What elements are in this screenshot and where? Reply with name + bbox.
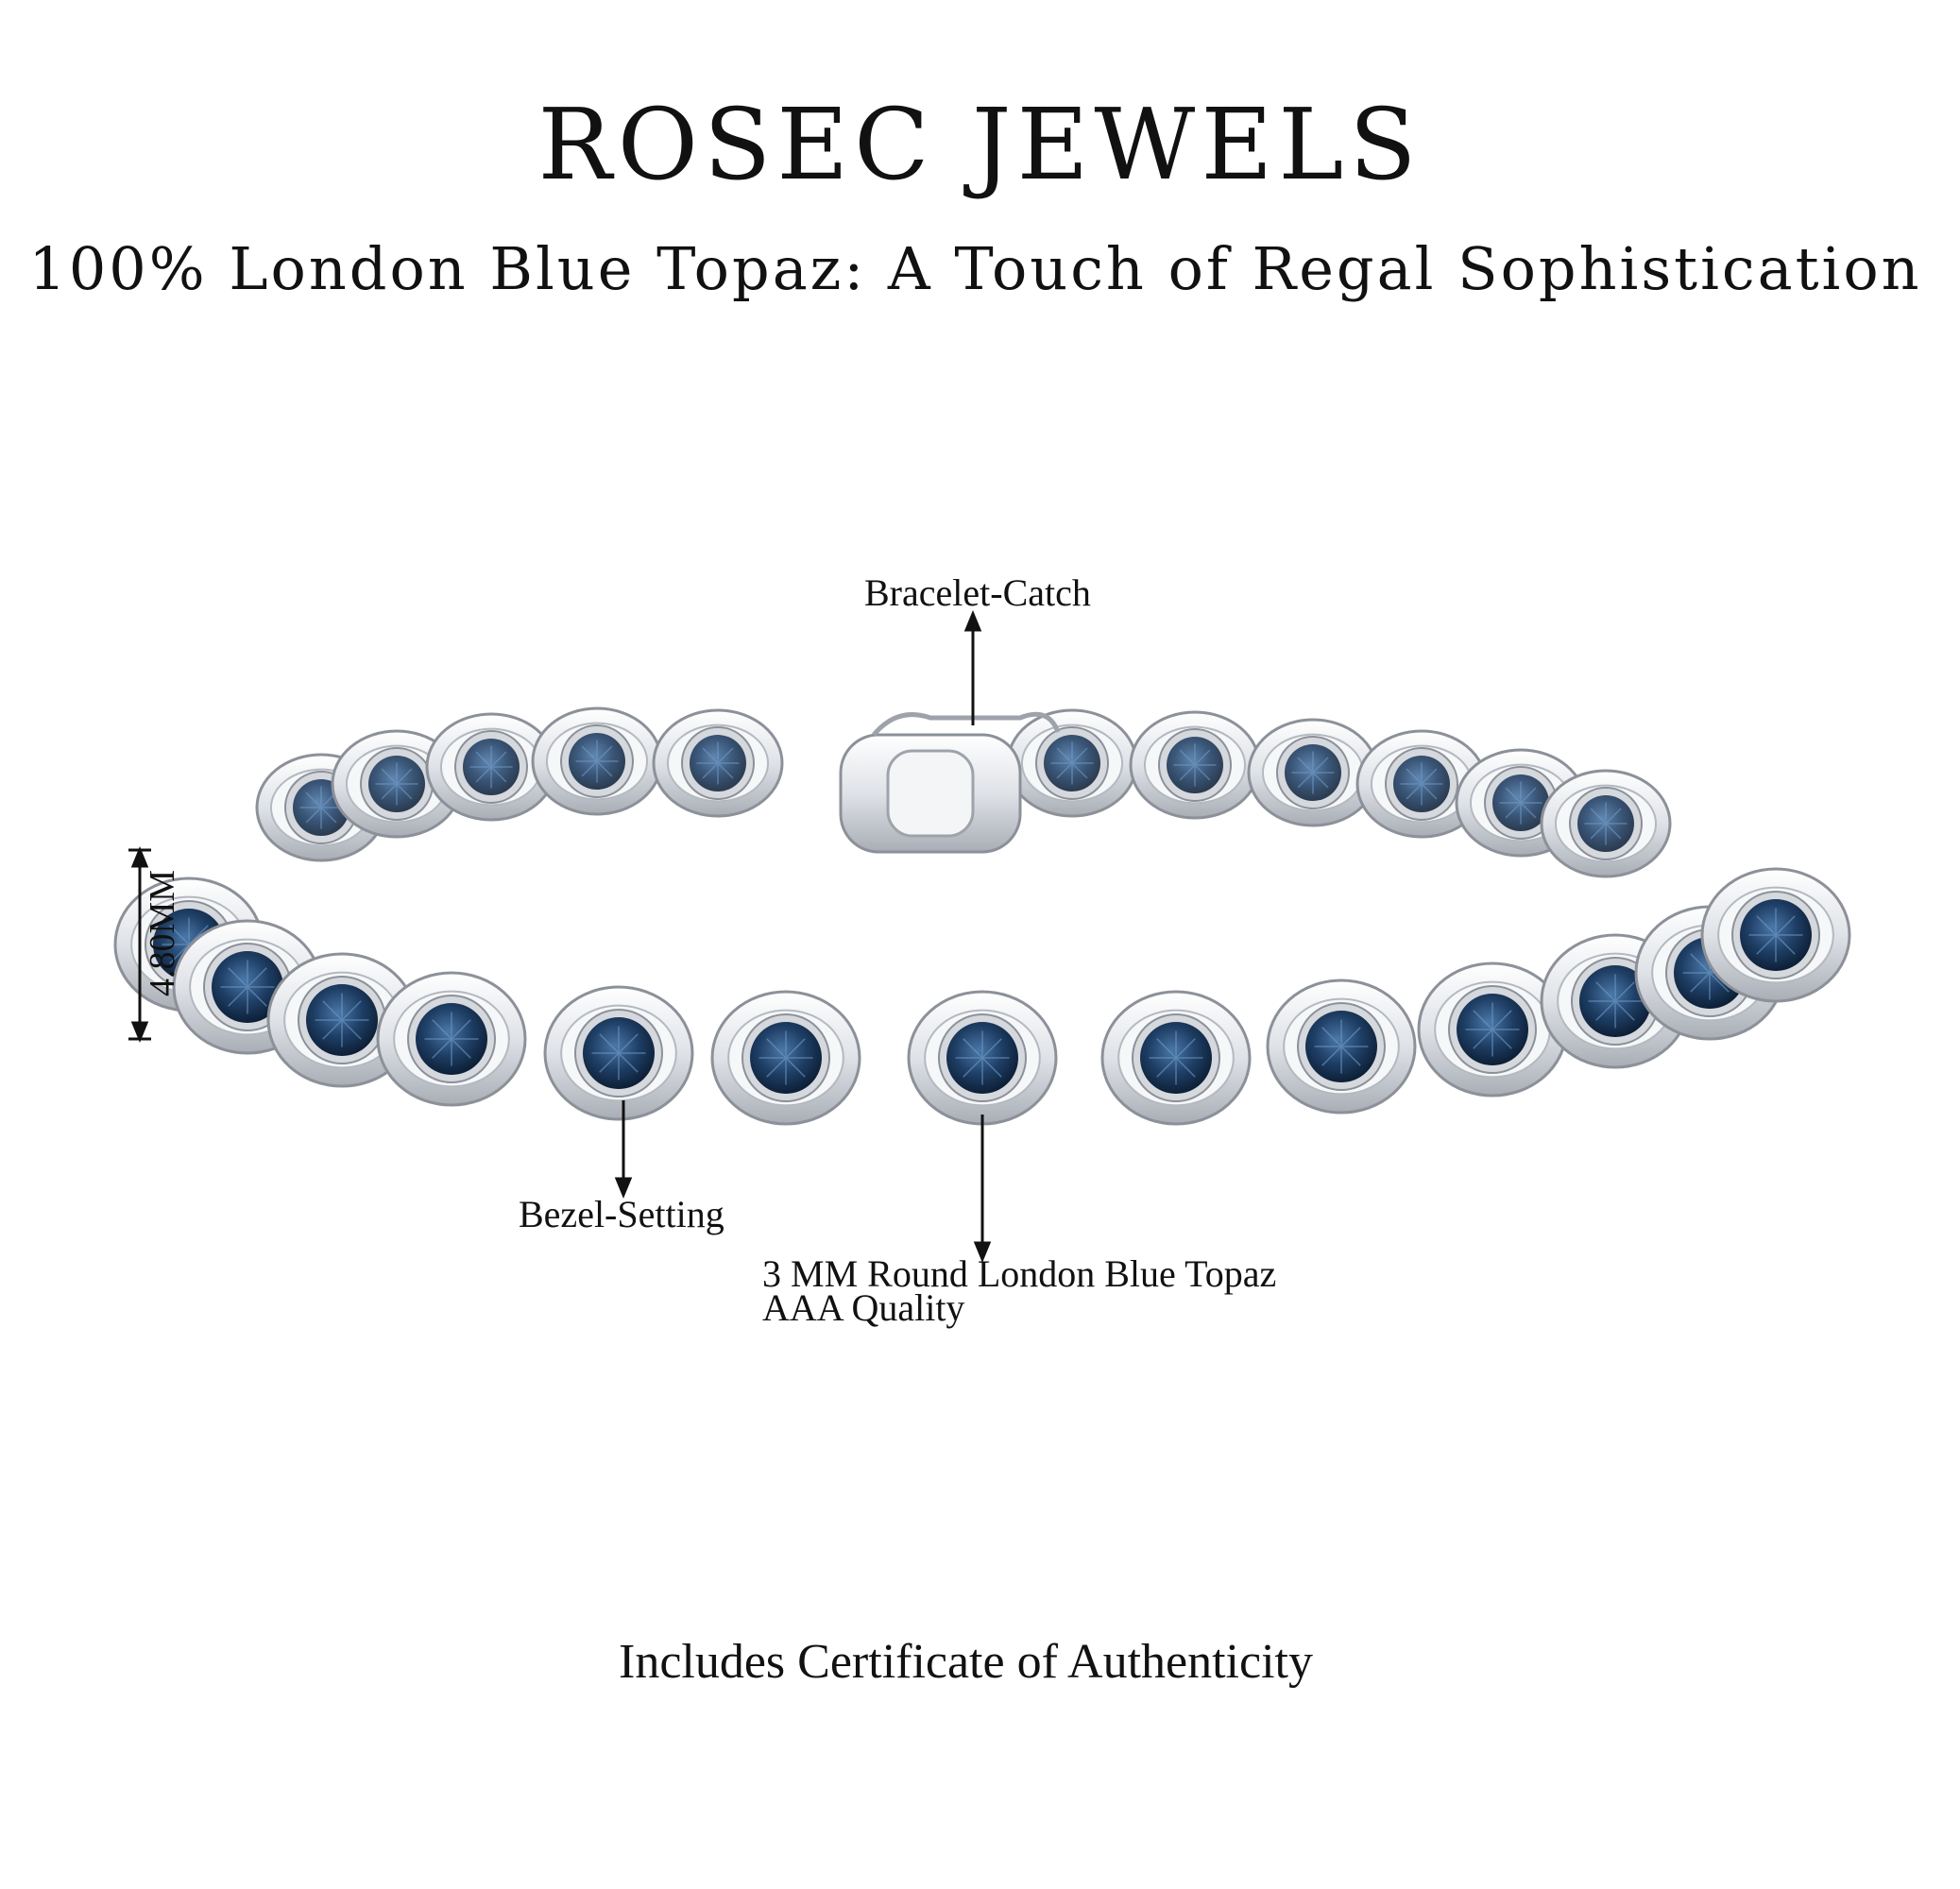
bracelet-catch <box>839 711 1061 854</box>
back-link-4 <box>531 706 663 816</box>
product-subtitle: 100% London Blue Topaz: A Touch of Regal… <box>28 234 1922 303</box>
bracelet-back-row <box>255 706 1672 878</box>
bracelet-front-row <box>113 867 1851 1126</box>
front-link-6 <box>710 990 861 1126</box>
back-link-11 <box>1540 769 1672 878</box>
stone-spec-line-2: AAA Quality <box>762 1286 965 1329</box>
front-link-5 <box>543 985 694 1121</box>
front-link-4 <box>376 971 527 1107</box>
bracelet-catch-label: Bracelet-Catch <box>864 571 1091 614</box>
back-link-9 <box>1355 729 1488 839</box>
front-link-3 <box>266 952 418 1088</box>
bracelet-illustration <box>113 610 1851 1263</box>
back-link-7 <box>1129 710 1261 820</box>
width-dimension-label: 4.80MM <box>143 869 182 997</box>
product-image: ROSEC JEWELS 100% London Blue Topaz: A T… <box>28 87 1919 1689</box>
front-link-8 <box>1100 990 1252 1126</box>
bezel-setting-label: Bezel-Setting <box>519 1193 724 1235</box>
back-link-5 <box>652 708 784 818</box>
front-link-10 <box>1417 962 1568 1098</box>
front-link-9 <box>1266 979 1417 1115</box>
brand-title: ROSEC JEWELS <box>537 87 1423 202</box>
back-link-6 <box>1006 708 1138 818</box>
front-link-7 <box>907 990 1058 1126</box>
front-link-13 <box>1700 867 1851 1003</box>
stone-spec-line-1: 3 MM Round London Blue Topaz <box>762 1252 1277 1295</box>
callout-lines <box>128 610 992 1263</box>
stone-spec-label: 3 MM Round London Blue Topaz AAA Quality <box>762 1252 1277 1329</box>
back-link-8 <box>1247 718 1379 827</box>
certificate-note: Includes Certificate of Authenticity <box>619 1635 1313 1689</box>
